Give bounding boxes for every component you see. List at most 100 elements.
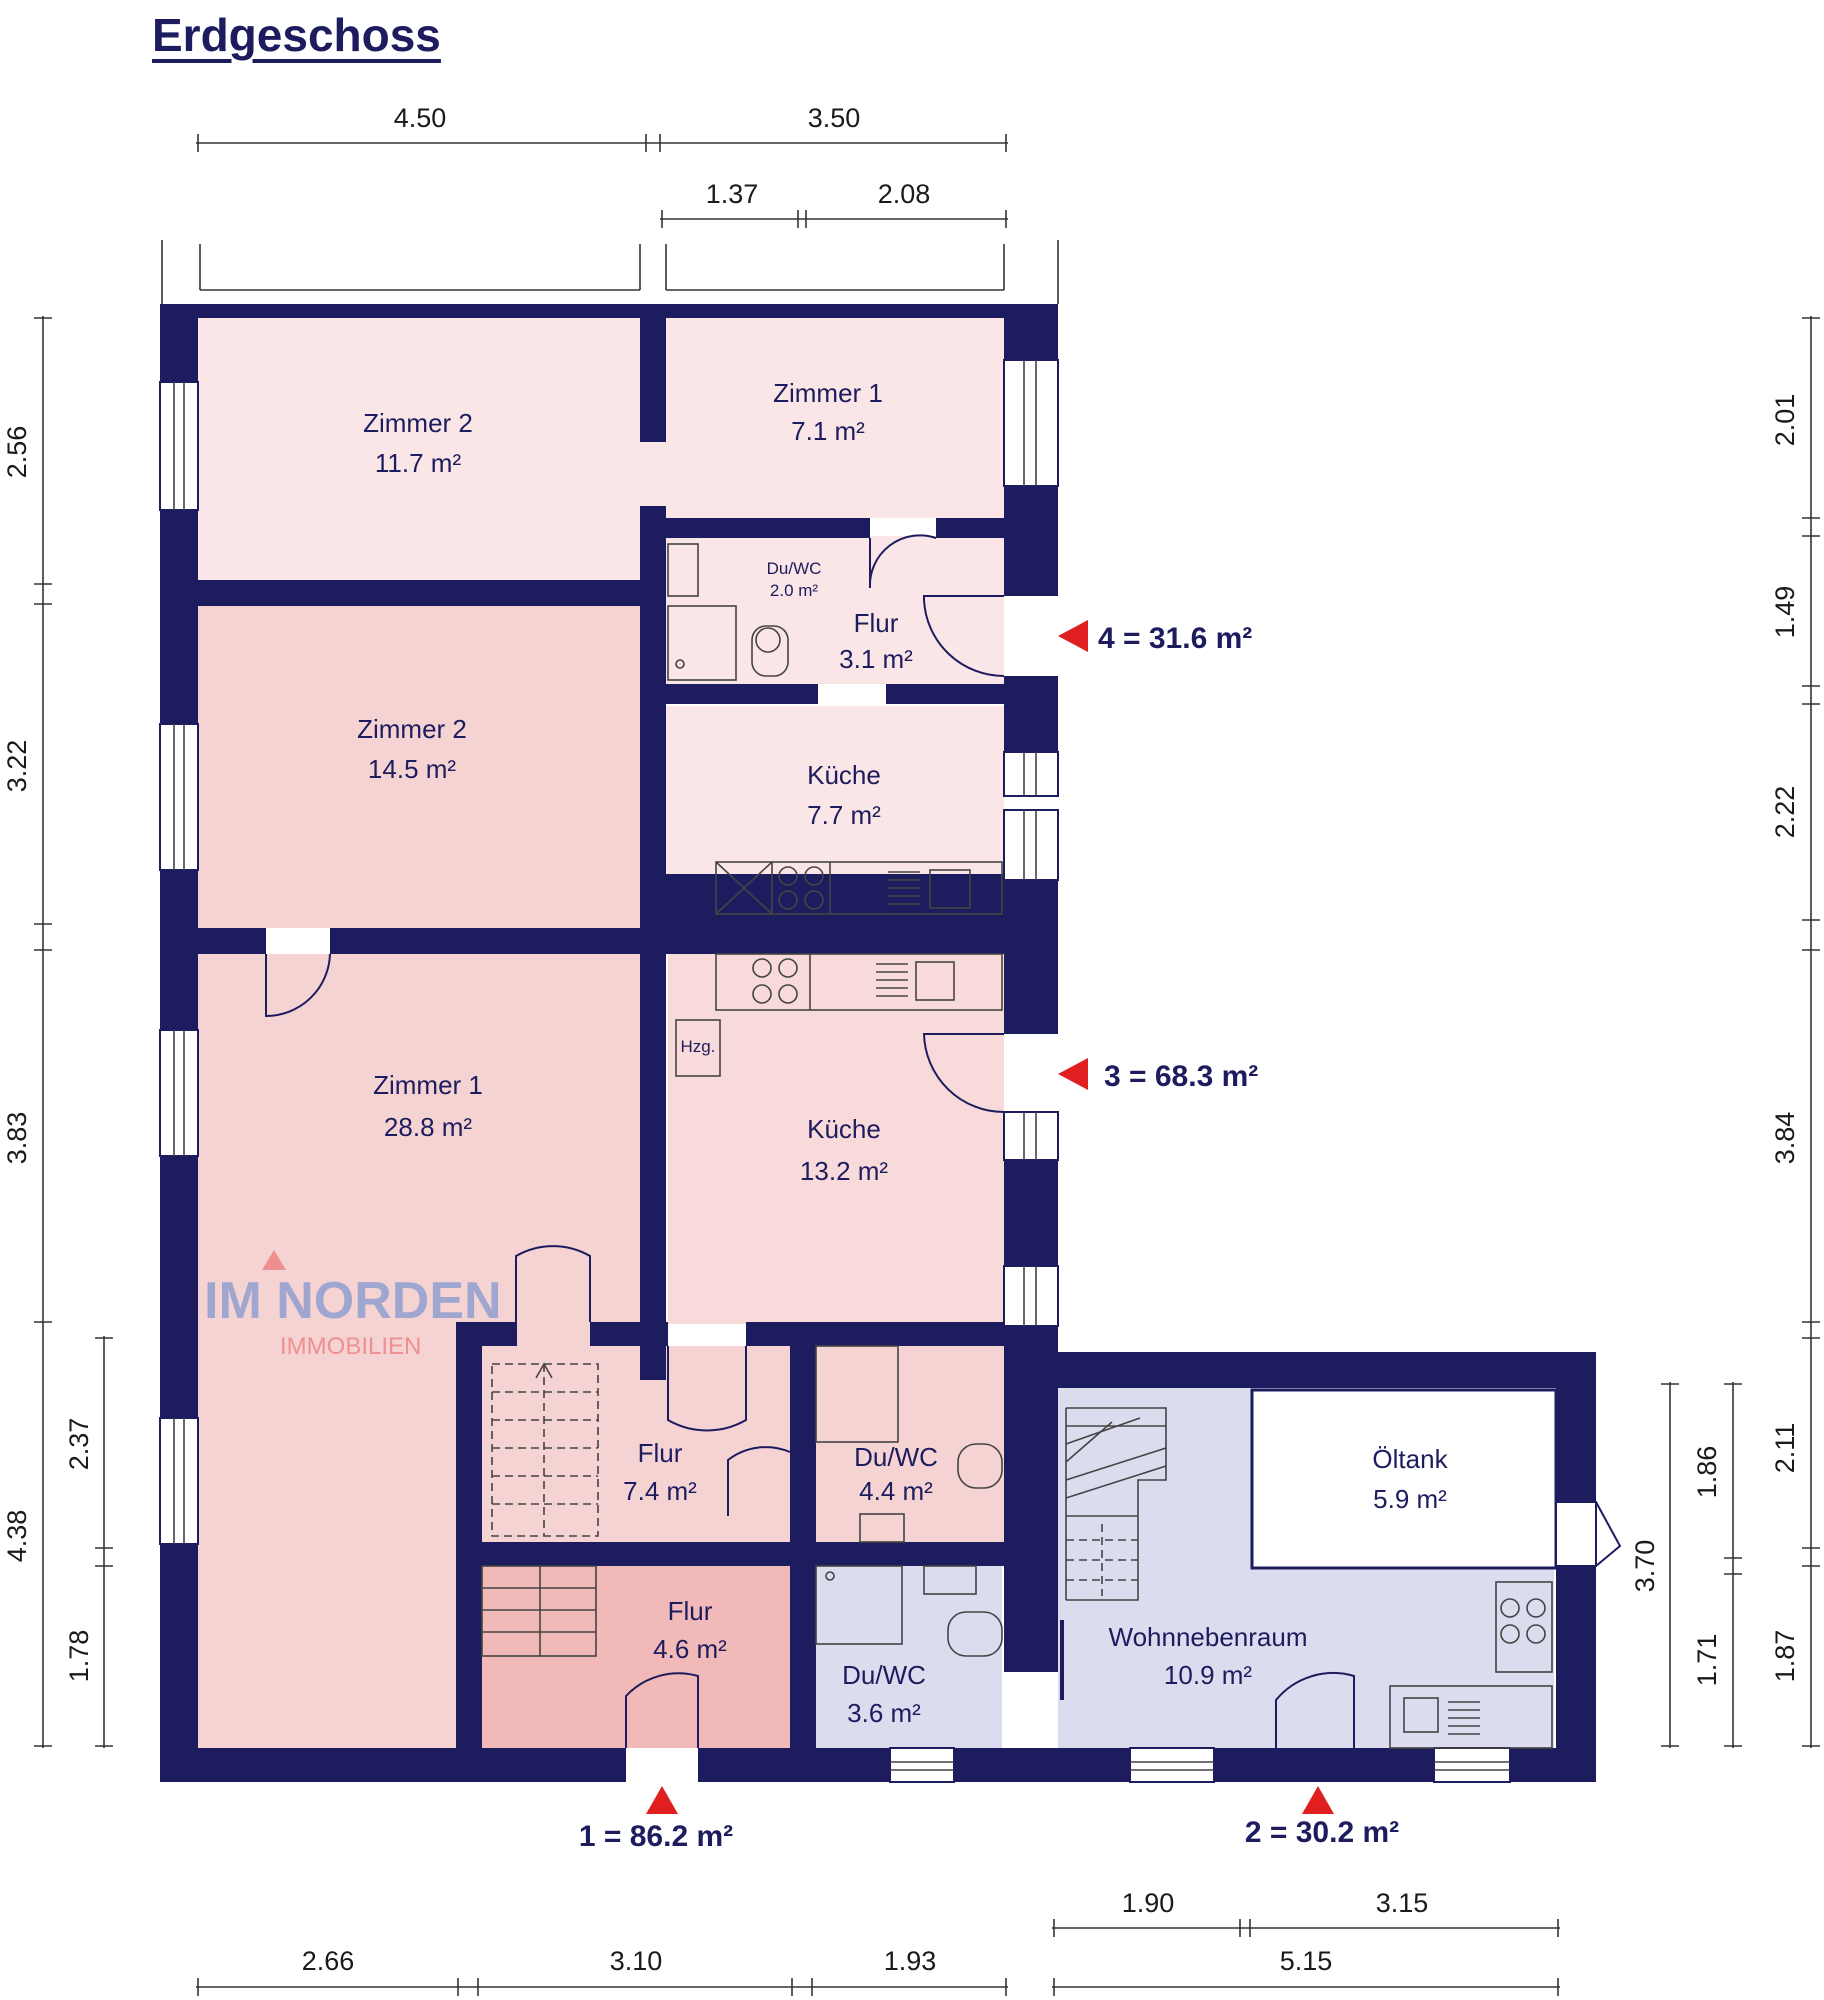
fill-flur-74 xyxy=(480,1346,790,1542)
dim-right-5: 2.11 xyxy=(1770,1423,1800,1474)
window xyxy=(159,1417,199,1545)
shower-fixture xyxy=(667,543,699,597)
room-name: Flur xyxy=(668,1596,713,1626)
dim-left-1: 2.56 xyxy=(2,426,32,479)
room-area: 14.5 m² xyxy=(368,754,456,784)
room-area: 28.8 m² xyxy=(384,1112,472,1142)
room-area: 7.4 m² xyxy=(623,1476,697,1506)
room-area: 13.2 m² xyxy=(800,1156,888,1186)
room-name: Wohnnebenraum xyxy=(1109,1622,1308,1652)
dim-annex-inner: 3.70 xyxy=(1630,1540,1660,1593)
window xyxy=(1555,1501,1597,1567)
window xyxy=(1003,1111,1059,1161)
room-name: Öltank xyxy=(1372,1444,1448,1474)
dim-left-4: 4.38 xyxy=(2,1510,32,1563)
window xyxy=(159,1029,199,1157)
fill-zimmer2-mid xyxy=(198,606,640,928)
dim-left-2: 3.22 xyxy=(2,740,32,793)
room-area: 4.6 m² xyxy=(653,1634,727,1664)
dim-annex-mid-2: 1.71 xyxy=(1692,1634,1722,1687)
room-area: 5.9 m² xyxy=(1373,1484,1447,1514)
window xyxy=(1003,809,1059,881)
window xyxy=(1433,1747,1511,1783)
window xyxy=(159,723,199,871)
entrance-arrow-icon xyxy=(1302,1786,1334,1814)
doors xyxy=(265,534,1622,1748)
fill-kueche-big xyxy=(668,954,1004,1324)
unit-markers: 4 = 31.6 m² 3 = 68.3 m² 1 = 86.2 m² 2 = … xyxy=(579,620,1399,1853)
fill-zimmer1-top xyxy=(666,318,1004,518)
room-name: Zimmer 1 xyxy=(773,378,883,408)
dim-bottom-1: 2.66 xyxy=(302,1946,355,1976)
entrance-arrow-icon xyxy=(1058,1058,1088,1090)
stairs xyxy=(481,1362,1167,1657)
unit-label: 3 = 68.3 m² xyxy=(1104,1060,1258,1093)
page-title: Erdgeschoss xyxy=(152,9,441,61)
room-area: 7.7 m² xyxy=(807,800,881,830)
dim-bottom-2: 3.10 xyxy=(610,1946,663,1976)
toilet xyxy=(751,625,789,677)
logo-roof-icon xyxy=(262,1250,286,1270)
heating-label: Hzg. xyxy=(681,1037,716,1056)
dimension-lines xyxy=(34,134,1820,1996)
window xyxy=(1003,1265,1059,1327)
dim-bottom-4: 5.15 xyxy=(1280,1946,1333,1976)
heating-box xyxy=(675,1019,721,1077)
dim-top-inner-2: 2.08 xyxy=(878,179,931,209)
dim-right-4: 3.84 xyxy=(1770,1112,1800,1165)
windows xyxy=(159,359,1597,1783)
dim-right-1: 2.01 xyxy=(1770,394,1800,447)
room-labels: Zimmer 2 11.7 m² Zimmer 1 7.1 m² Du/WC 2… xyxy=(357,378,1448,1728)
dimension-labels: 4.50 3.50 1.37 2.08 2.56 3.22 3.83 4.38 … xyxy=(2,103,1800,1976)
dim-top-2: 3.50 xyxy=(808,103,861,133)
room-area: 4.4 m² xyxy=(859,1476,933,1506)
window xyxy=(1129,1747,1215,1783)
room-name: Küche xyxy=(807,1114,881,1144)
room-name: Zimmer 1 xyxy=(373,1070,483,1100)
dim-bottom-upper-1: 1.90 xyxy=(1122,1888,1175,1918)
room-name: Du/WC xyxy=(842,1660,926,1690)
dim-bottom-3: 1.93 xyxy=(884,1946,937,1976)
room-area: 10.9 m² xyxy=(1164,1660,1252,1690)
room-name: Zimmer 2 xyxy=(363,408,473,438)
room-name: Du/WC xyxy=(767,559,822,578)
dim-right-6: 1.87 xyxy=(1770,1630,1800,1683)
unit-label: 1 = 86.2 m² xyxy=(579,1820,733,1853)
room-name: Flur xyxy=(854,608,899,638)
logo-subtext: IMMOBILIEN xyxy=(280,1333,421,1360)
window xyxy=(1003,751,1059,797)
dim-right-2: 1.49 xyxy=(1770,586,1800,639)
fixtures xyxy=(667,543,1553,1749)
logo: IM NORDEN IMMOBILIEN xyxy=(204,1250,502,1360)
fill-zimmer2-top xyxy=(198,318,640,580)
fill-kueche-top xyxy=(666,706,1004,874)
fill-flur-top xyxy=(666,536,1004,684)
fill-duwc-36 xyxy=(816,1566,1002,1748)
room-area: 11.7 m² xyxy=(375,448,462,478)
unit-label: 2 = 30.2 m² xyxy=(1245,1816,1399,1849)
room-area: 2.0 m² xyxy=(770,581,819,600)
dim-top-1: 4.50 xyxy=(394,103,447,133)
unit-label: 4 = 31.6 m² xyxy=(1098,622,1252,655)
room-name: Küche xyxy=(807,760,881,790)
entrance-arrow-icon xyxy=(646,1786,678,1814)
window xyxy=(1003,359,1059,487)
dim-right-3: 2.22 xyxy=(1770,786,1800,839)
fill-flur-46 xyxy=(480,1566,792,1748)
room-area: 3.1 m² xyxy=(839,644,913,674)
dim-top-inner-1: 1.37 xyxy=(706,179,759,209)
window xyxy=(889,1747,955,1783)
dim-bottom-upper-2: 3.15 xyxy=(1376,1888,1429,1918)
room-area: 3.6 m² xyxy=(847,1698,921,1728)
shower-tray xyxy=(667,605,737,681)
room-name: Zimmer 2 xyxy=(357,714,467,744)
room-area: 7.1 m² xyxy=(791,416,865,446)
dim-annex-mid-1: 1.86 xyxy=(1692,1446,1722,1499)
dim-left-3: 3.83 xyxy=(2,1112,32,1165)
window xyxy=(159,381,199,511)
dim-left-inner-1: 2.37 xyxy=(64,1418,94,1471)
logo-text: IM NORDEN xyxy=(204,1272,502,1330)
dim-left-inner-2: 1.78 xyxy=(64,1630,94,1683)
entrance-arrow-icon xyxy=(1058,620,1088,652)
